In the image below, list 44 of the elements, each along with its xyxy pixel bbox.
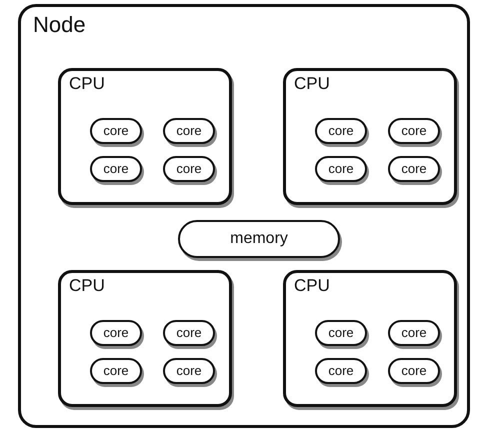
pill-label: core — [401, 162, 427, 176]
cpu-box — [283, 68, 457, 205]
pill-label: core — [176, 124, 202, 138]
core-pill — [388, 118, 440, 144]
cpu-box — [58, 270, 232, 407]
core-pill — [163, 358, 215, 384]
core-pill — [163, 118, 215, 144]
core-pill — [315, 358, 367, 384]
core-pill — [90, 156, 142, 182]
core-pill — [388, 320, 440, 346]
core-pill — [388, 358, 440, 384]
pill-label: core — [176, 162, 202, 176]
box-title: CPU — [69, 75, 105, 94]
core-pill — [315, 320, 367, 346]
pill-label: core — [103, 326, 129, 340]
pill-label: core — [176, 326, 202, 340]
cpu-box — [58, 68, 232, 205]
core-pill — [163, 320, 215, 346]
core-pill — [90, 118, 142, 144]
core-pill — [163, 156, 215, 182]
pill-label: core — [103, 364, 129, 378]
pill-label: core — [328, 124, 354, 138]
core-pill — [90, 320, 142, 346]
node-container — [18, 4, 470, 428]
box-title: CPU — [294, 75, 330, 94]
core-pill — [90, 358, 142, 384]
pill-label: core — [401, 326, 427, 340]
pill-label: core — [401, 124, 427, 138]
pill-label: core — [328, 326, 354, 340]
box-title: Node — [33, 13, 86, 38]
box-title: CPU — [69, 277, 105, 296]
pill-label: core — [103, 124, 129, 138]
pill-label: memory — [230, 230, 288, 248]
pill-label: core — [176, 364, 202, 378]
pill-label: core — [328, 162, 354, 176]
pill-label: core — [328, 364, 354, 378]
pill-label: core — [401, 364, 427, 378]
core-pill — [315, 156, 367, 182]
memory-pill — [178, 220, 340, 258]
core-pill — [388, 156, 440, 182]
pill-label: core — [103, 162, 129, 176]
box-title: CPU — [294, 277, 330, 296]
cpu-box — [283, 270, 457, 407]
core-pill — [315, 118, 367, 144]
